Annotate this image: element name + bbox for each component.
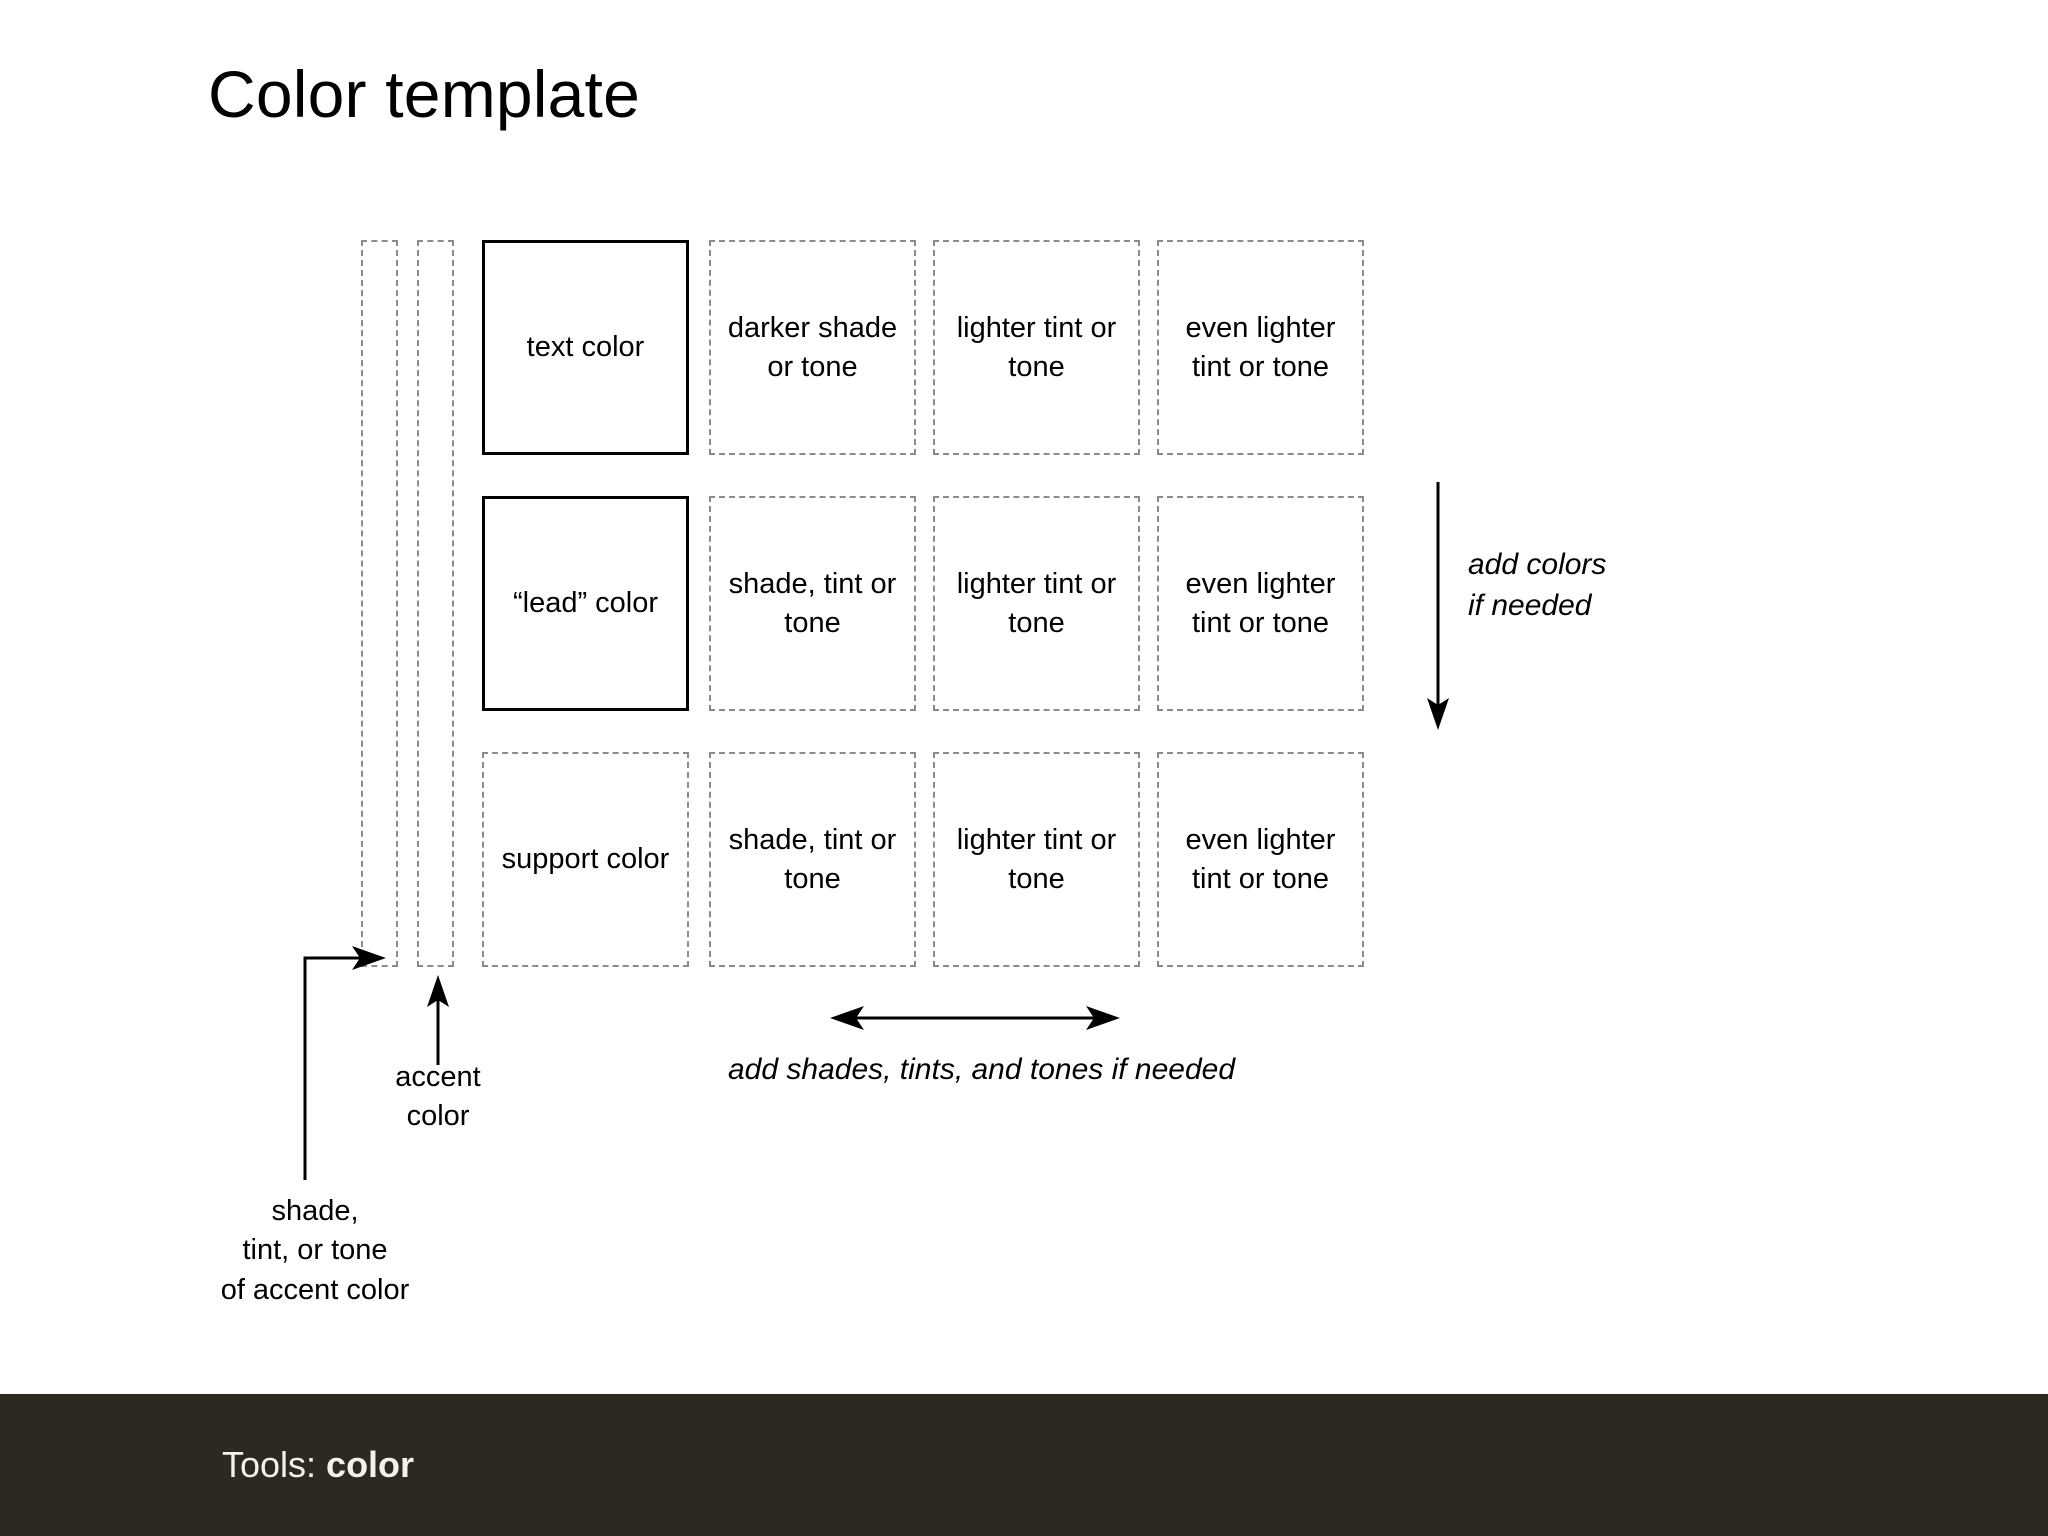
cell-label: even lighter tint or tone xyxy=(1185,824,1336,895)
cell-label: lighter tint or tone xyxy=(956,824,1117,895)
page-title: Color template xyxy=(208,57,640,131)
cell-label: even lighter tint or tone xyxy=(1185,568,1336,639)
cell-lighter-tint-or-tone-1[interactable]: lighter tint or tone xyxy=(933,240,1140,455)
cell-even-lighter-tint-or-tone-3[interactable]: even lighter tint or tone xyxy=(1157,752,1364,967)
cell-support-color[interactable]: support color xyxy=(482,752,689,967)
cell-label: lighter tint or tone xyxy=(956,568,1117,639)
footer-bar: Tools: color xyxy=(0,1394,2048,1536)
add-shades-double-arrow-icon xyxy=(830,1006,1120,1030)
cell-label: text color xyxy=(526,331,645,364)
cell-text-color[interactable]: text color xyxy=(482,240,689,455)
accent-shade-strip xyxy=(361,240,398,967)
cell-label: lighter tint or tone xyxy=(956,312,1117,383)
cell-even-lighter-tint-or-tone-2[interactable]: even lighter tint or tone xyxy=(1157,496,1364,711)
cell-label: even lighter tint or tone xyxy=(1185,312,1336,383)
cell-darker-shade-or-tone[interactable]: darker shade or tone xyxy=(709,240,916,455)
accent-color-up-arrow-icon xyxy=(427,975,449,1065)
cell-lighter-tint-or-tone-3[interactable]: lighter tint or tone xyxy=(933,752,1140,967)
add-colors-label-line1: add colors xyxy=(1468,548,1607,581)
accent-shade-label-line1: shade, xyxy=(271,1195,359,1227)
accent-color-label: accent color xyxy=(350,1058,526,1137)
accent-color-label-line1: accent xyxy=(395,1061,481,1093)
add-colors-label: add colors if needed xyxy=(1468,545,1606,627)
footer-prefix: Tools: xyxy=(222,1444,327,1485)
color-template-diagram: text color darker shade or tone lighter … xyxy=(170,240,1606,1310)
cell-lead-color[interactable]: “lead” color xyxy=(482,496,689,711)
cell-label: support color xyxy=(501,843,670,876)
add-colors-label-line2: if needed xyxy=(1468,588,1592,622)
accent-shade-label-line3: of accent color xyxy=(220,1273,410,1306)
cell-label: shade, tint or tone xyxy=(728,568,897,639)
cell-shade-tint-or-tone-3[interactable]: shade, tint or tone xyxy=(709,752,916,967)
accent-shade-label: shade, tint, or tone of accent color xyxy=(170,1192,460,1310)
accent-color-label-line2: color xyxy=(406,1100,470,1133)
accent-shade-elbow-arrow-icon xyxy=(303,946,386,1180)
cell-even-lighter-tint-or-tone-1[interactable]: even lighter tint or tone xyxy=(1157,240,1364,455)
cell-label: shade, tint or tone xyxy=(728,824,897,895)
accent-shade-label-line2: tint, or tone xyxy=(242,1234,388,1267)
add-shades-label: add shades, tints, and tones if needed xyxy=(728,1053,1236,1086)
cell-label: “lead” color xyxy=(512,587,659,620)
cell-shade-tint-or-tone-2[interactable]: shade, tint or tone xyxy=(709,496,916,711)
footer-emphasis: color xyxy=(326,1444,415,1485)
cell-label: darker shade or tone xyxy=(727,312,898,383)
cell-lighter-tint-or-tone-2[interactable]: lighter tint or tone xyxy=(933,496,1140,711)
add-colors-down-arrow-icon xyxy=(1427,482,1449,730)
footer-label: Tools: color xyxy=(222,1444,414,1486)
accent-color-strip xyxy=(417,240,454,967)
